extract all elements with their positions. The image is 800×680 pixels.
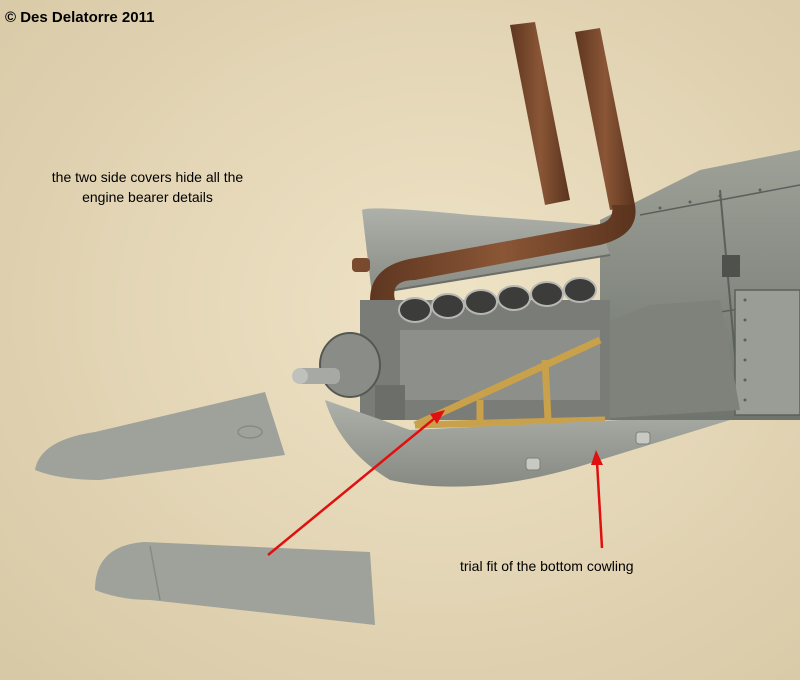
exhaust-stacks [352, 22, 636, 300]
side-covers-caption-line1: the two side covers hide all the [51, 169, 244, 185]
side-cover-upper [35, 392, 285, 480]
copyright-text: © Des Delatorre 2011 [5, 9, 155, 26]
bottom-cowling [325, 400, 730, 487]
engine-bearers [413, 336, 606, 429]
side-cover-lower [95, 542, 375, 625]
bottom-cowling-caption: trial fit of the bottom cowling [460, 558, 634, 574]
side-covers-caption: the two side covers hide all the engine … [25, 167, 270, 207]
side-covers-caption-line2: engine bearer details [82, 189, 213, 205]
annotation-arrows [267, 410, 604, 556]
engine-bay-panel [600, 300, 740, 418]
